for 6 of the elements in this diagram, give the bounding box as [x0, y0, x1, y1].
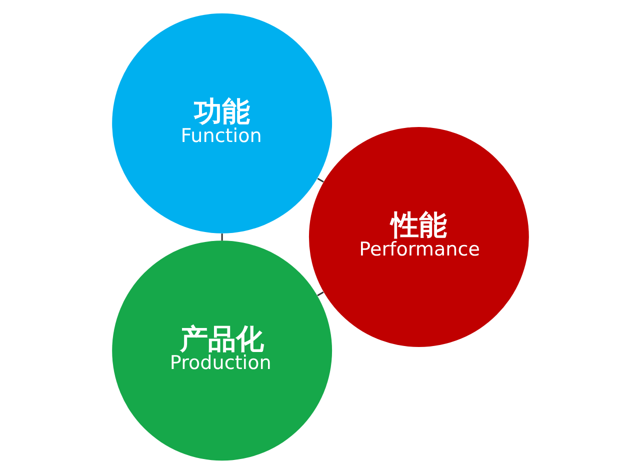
- connector: [220, 234, 222, 241]
- connector: [316, 292, 324, 296]
- node-circle: 性能 Performance: [308, 127, 528, 347]
- node-circle: 产品化 Production: [112, 240, 332, 461]
- connector: [316, 178, 324, 183]
- node-circle: 功能 Function: [112, 13, 332, 234]
